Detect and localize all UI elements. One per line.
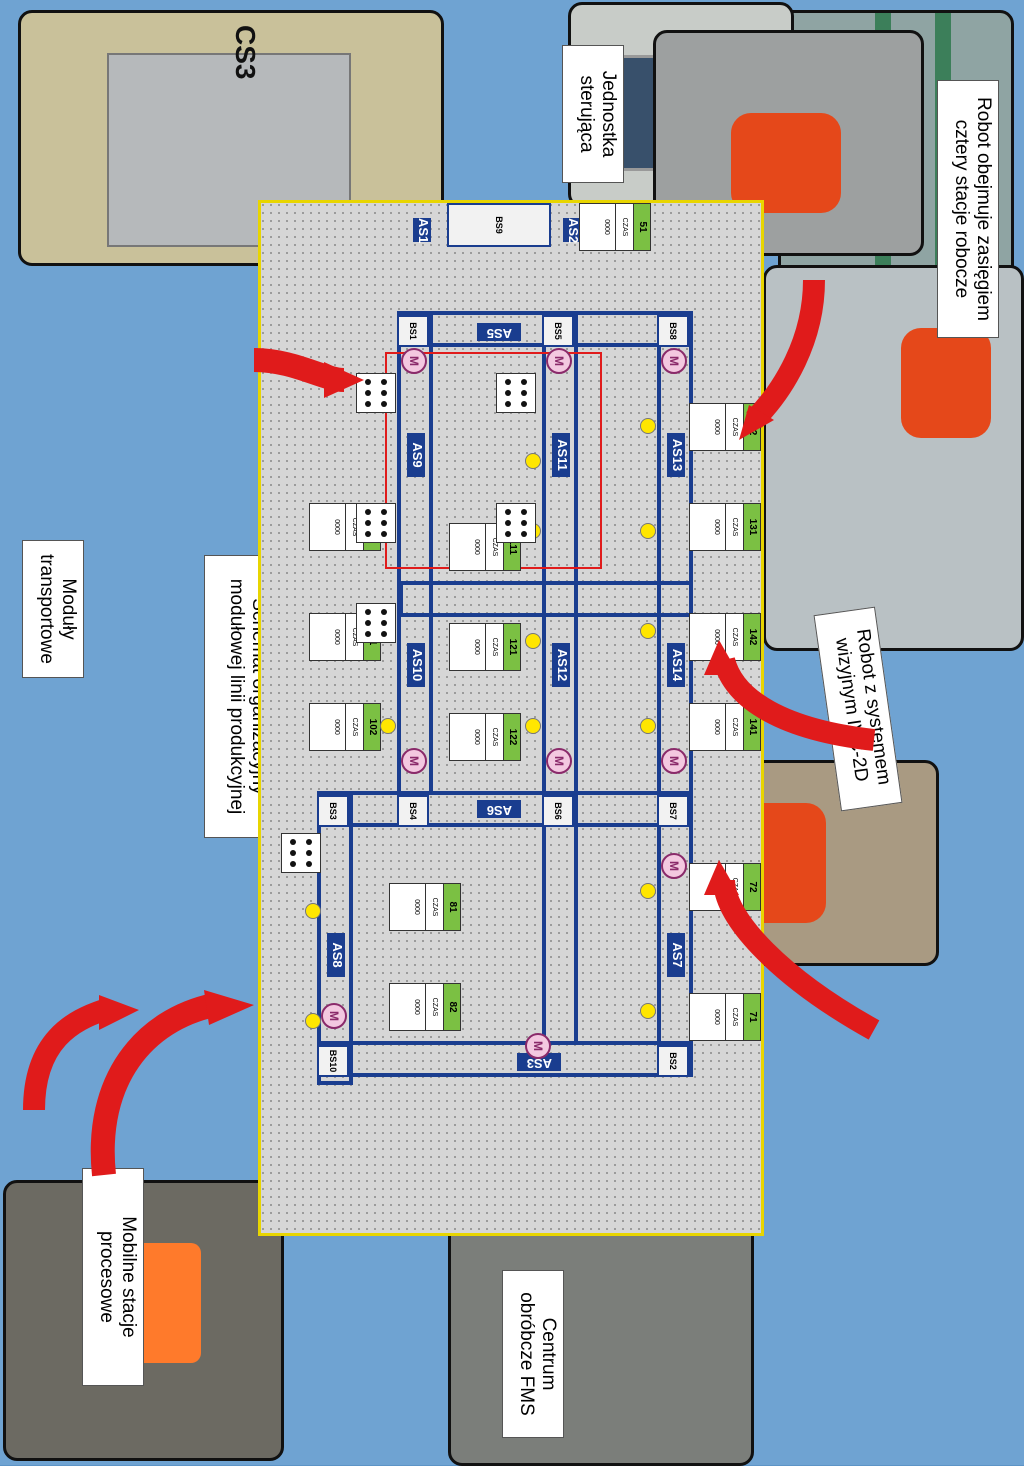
line-diagram: BS8 BS5 BS1 BS7 BS6 BS4 BS3 BS2 BS10 BS9… [258,200,764,1236]
